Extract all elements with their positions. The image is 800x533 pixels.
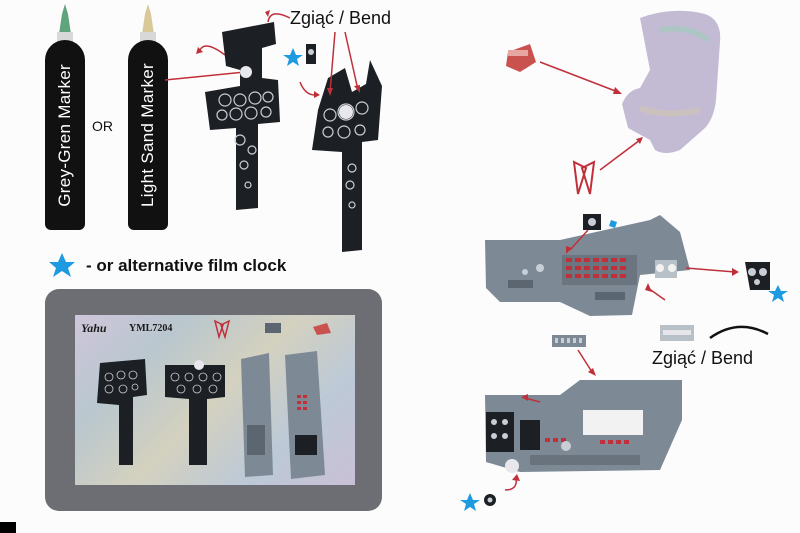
film-code: YML7204 <box>129 323 173 334</box>
bend-label-top: Zgiąć / Bend <box>290 8 392 28</box>
instrument-panel-bent <box>312 60 382 252</box>
legend-star-icon <box>49 253 75 277</box>
side-console-upper <box>485 215 690 316</box>
star-icon-panel <box>283 48 303 66</box>
star-icon-console-top <box>609 220 617 228</box>
legend-text: - or alternative film clock <box>86 256 287 275</box>
corner-mark <box>0 522 16 533</box>
film-sheet: Yahu YML7204 <box>75 315 355 485</box>
marker-tip-sand-icon <box>140 4 156 42</box>
curved-arrow-left-icon <box>199 45 226 56</box>
bend-label-right: Zgiąć / Bend <box>652 348 754 368</box>
film-sheet-card: Yahu YML7204 <box>45 289 382 511</box>
dial-part-right <box>745 262 770 290</box>
belts-part <box>572 160 596 195</box>
marker-tip-green-icon <box>57 4 73 42</box>
film-parts-preview <box>97 319 331 479</box>
seat-part <box>622 10 721 153</box>
curved-arrow-top-icon <box>267 13 291 23</box>
star-icon-console-lower <box>460 493 480 511</box>
switch-strip-part <box>552 335 586 347</box>
side-console-lower <box>485 380 682 473</box>
headrest-part <box>506 44 536 72</box>
film-brand: Yahu <box>81 321 107 335</box>
bend-curve-icon <box>709 325 769 340</box>
or-label: OR <box>92 118 113 134</box>
marker-pointer-line <box>164 71 246 81</box>
instrument-panel-flat <box>205 22 280 210</box>
star-icon-dial-right <box>768 285 788 302</box>
